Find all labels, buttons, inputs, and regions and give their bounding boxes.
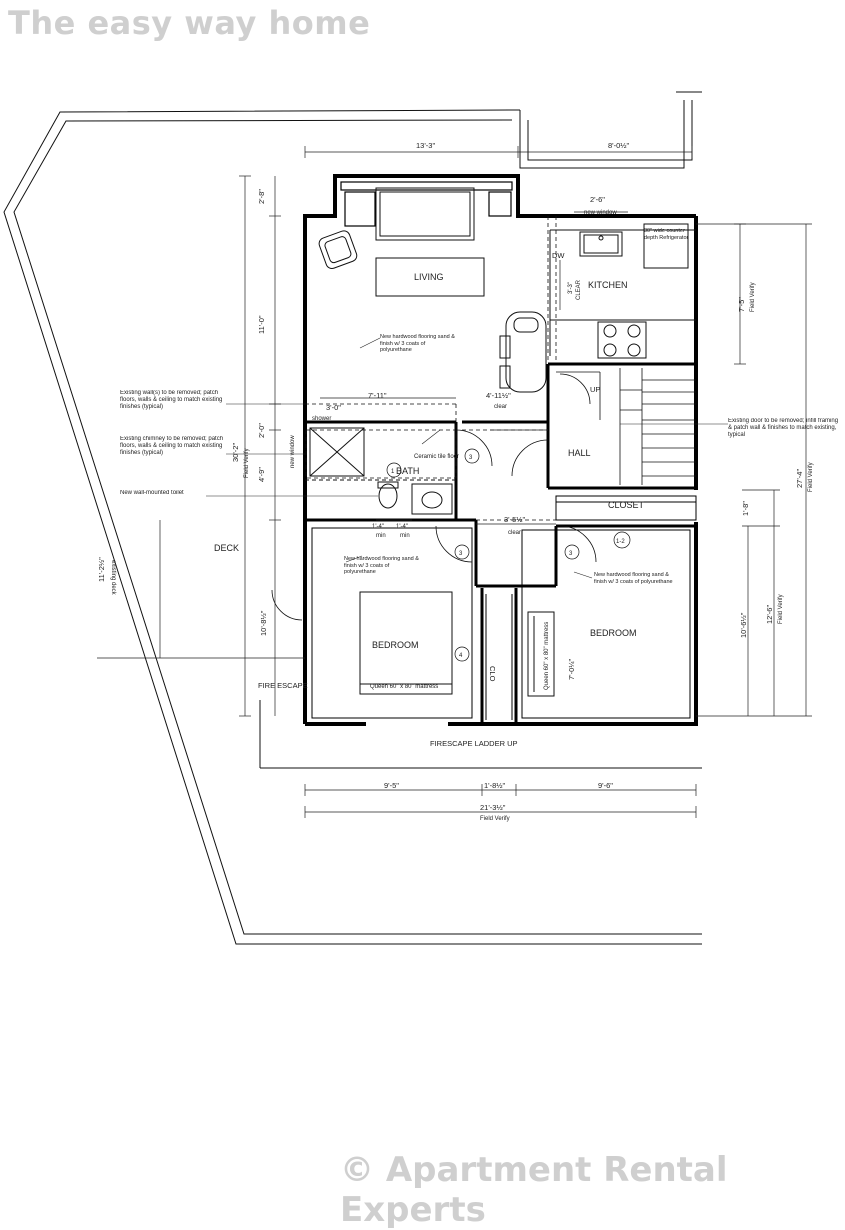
note-walls-removed: Existing wall(s) to be removed; patch fl…	[120, 390, 223, 411]
note-ceramic-tile: Ceramic tile floor	[414, 454, 459, 460]
dim-bottom-verify: Field Verify	[480, 816, 510, 822]
room-label-hall: HALL	[568, 448, 591, 458]
note-new-window-side: new window	[290, 435, 296, 468]
note-fire-escape-ladder: FIRESCAPE LADDER UP	[430, 739, 518, 748]
dim-top-left: 13'-3"	[416, 141, 435, 150]
dim-left-bath-a: 2'-0"	[257, 423, 266, 438]
dim-top-right: 8'-0½"	[608, 141, 630, 150]
bath-fixtures	[305, 427, 456, 515]
dim-left-bedroom: 10'-8½"	[259, 610, 268, 636]
dim-bottom-mid: 1'-8½"	[484, 781, 506, 790]
dim-deck-depth: 11'-2½"	[97, 557, 106, 582]
dim-bottom-total: 21'-3½"	[480, 803, 506, 812]
dim-right-total-verify: Field Verify	[808, 462, 814, 492]
dim-right-bed-verify: Field Verify	[778, 594, 784, 624]
dim-kitchen-clear-word: CLEAR	[576, 279, 582, 300]
dim-left-total: 30'-2"	[231, 443, 240, 462]
door-tag: 3	[569, 551, 573, 557]
dim-right-kitchen: 7'-5"	[737, 297, 746, 312]
dim-left-living: 11'-0"	[257, 315, 266, 334]
note-fridge: 30" wide counter depth Refrigerator	[644, 228, 689, 241]
dishwasher-label: DW	[552, 251, 565, 260]
dim-min-word-b: min	[400, 533, 410, 539]
door-tag: 4	[459, 653, 463, 659]
dim-min-b: 1'-4"	[396, 524, 408, 530]
dim-right-bed-b: 12'-6"	[765, 605, 774, 624]
floor-plan-drawing: 3 3 4 3 1-2 1	[3, 91, 839, 945]
dim-bottom-left: 9'-5"	[384, 781, 399, 790]
room-label-bedroom-right: BEDROOM	[590, 628, 637, 638]
room-label-bedroom-left: BEDROOM	[372, 640, 419, 650]
leader-lines	[206, 337, 728, 579]
note-new-window: new window	[584, 210, 617, 216]
door-tag: 1-2	[616, 539, 625, 545]
watermark-copyright: © Apartment Rental Experts	[340, 1150, 728, 1230]
door-tag: 3	[469, 455, 473, 461]
stairs	[556, 368, 696, 485]
dim-existing-deck: existing deck	[110, 560, 116, 596]
exterior-walls	[303, 174, 698, 726]
dim-min-a: 1'-4"	[372, 524, 384, 530]
interior-walls	[305, 362, 696, 724]
note-toilet: New wall-mounted toilet	[120, 490, 184, 496]
deck-outline	[3, 91, 702, 945]
room-label-clo: CLO	[488, 666, 497, 682]
note-floor-living: New hardwood flooring sand & finish w/ 3…	[380, 334, 455, 354]
dim-right-kitchen-verify: Field Verify	[750, 282, 756, 312]
dim-right-closet: 1'-8"	[741, 501, 750, 516]
note-floor-bed-left: New hardwood flooring sand & finish w/ 3…	[344, 556, 419, 576]
dim-hall-clear-label: clear	[508, 530, 521, 536]
dim-window: 2'-6"	[590, 195, 605, 204]
dim-bottom-right: 9'-6"	[598, 781, 613, 790]
note-fire-escape: FIRE ESCAPE	[258, 681, 308, 690]
door-tag: 3	[459, 551, 463, 557]
dim-clear-label: clear	[494, 404, 507, 410]
room-label-living: LIVING	[414, 272, 444, 282]
stair-up-label: UP	[590, 385, 600, 394]
door-tag-labels: 3 3 4 3 1-2 1	[391, 455, 625, 659]
room-label-closet: CLOSET	[608, 500, 645, 510]
dim-left-top: 2'-8"	[257, 189, 266, 204]
door-tag: 1	[391, 469, 395, 475]
dimension-lines	[97, 146, 812, 818]
note-chimney-removed: Existing chimney to be removed; patch fl…	[120, 436, 224, 457]
room-label-deck: DECK	[214, 543, 239, 553]
dim-left-field-verify: Field Verify	[244, 448, 250, 478]
dim-hall-clear: 3'-5½"	[504, 515, 526, 524]
dim-living-width: 7'-11"	[368, 391, 387, 400]
room-label-kitchen: KITCHEN	[588, 280, 628, 290]
dim-kitchen-clear: 3'-3"	[568, 282, 574, 294]
dim-shower-width: 3'-0"	[326, 403, 341, 412]
dim-right-bed-a: 10'-6½"	[739, 612, 748, 638]
dim-bedroom-right-depth: 7'-0¼"	[567, 658, 576, 680]
dim-min-word-a: min	[376, 533, 386, 539]
watermark-tagline: The easy way home	[8, 4, 371, 42]
beds	[359, 591, 555, 697]
note-bed-right: Queen 60" x 80" mattress	[544, 622, 550, 690]
note-bed-left: Queen 60" x 80" mattress	[370, 684, 438, 690]
note-floor-bed-right: New hardwood flooring sand & finish w/ 3…	[594, 572, 673, 585]
room-label-bath: BATH	[396, 466, 419, 476]
living-furniture	[318, 187, 547, 393]
kitchen-fixtures	[549, 223, 696, 359]
dim-clear-mid: 4'-11½"	[486, 391, 511, 400]
door-tags	[386, 448, 631, 662]
note-shower: shower	[312, 416, 331, 422]
dim-right-total: 27'-4"	[795, 469, 804, 488]
note-door-infill: Existing door to be removed; infill fram…	[728, 418, 839, 439]
dim-left-bath-b: 4'-9"	[257, 467, 266, 482]
